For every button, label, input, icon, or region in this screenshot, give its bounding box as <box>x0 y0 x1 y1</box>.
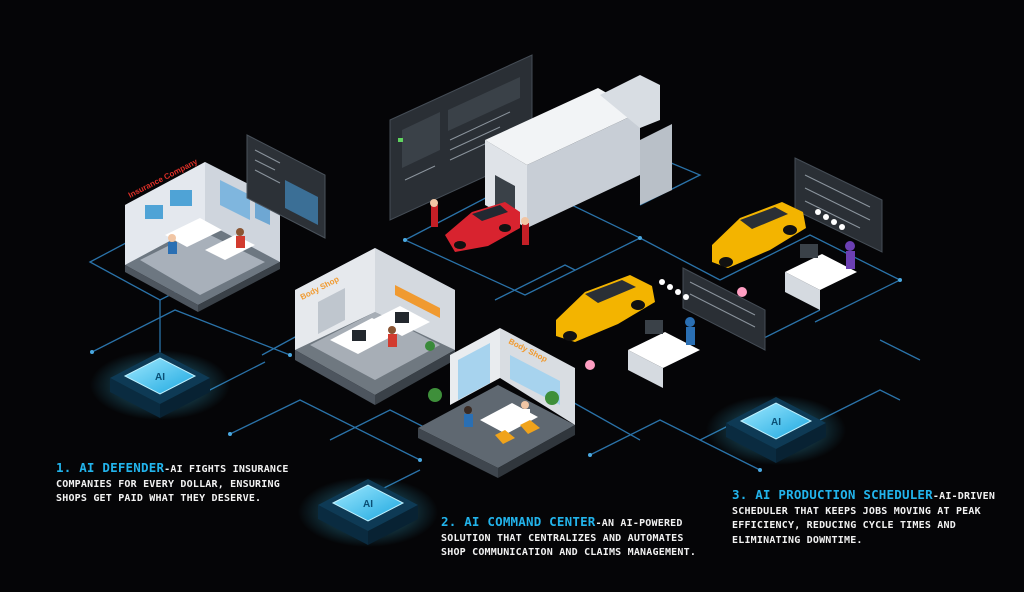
scheduler-desk-1 <box>585 317 700 388</box>
caption-title: AI PRODUCTION SCHEDULER <box>755 487 933 502</box>
floating-dashboard-4 <box>682 267 766 351</box>
caption-title: AI DEFENDER <box>79 460 165 475</box>
caption-title: AI COMMAND CENTER <box>464 514 596 529</box>
floating-dashboard-1 <box>246 134 326 239</box>
insurance-room <box>125 162 280 312</box>
caption-body: -AI-DRIVEN SCHEDULER THAT KEEPS JOBS MOV… <box>732 491 996 546</box>
ai-chip-icon: AI <box>363 499 373 510</box>
caption-number: 2. <box>441 514 465 529</box>
floating-dashboard-3 <box>794 157 883 253</box>
caption-ai-command-center: 2. AI COMMAND CENTER-AN AI-POWERED SOLUT… <box>441 514 701 561</box>
caption-number: 3. <box>732 487 756 502</box>
paint-booth <box>485 75 672 228</box>
caption-number: 1. <box>56 460 80 475</box>
ai-chip-icon: AI <box>771 417 781 428</box>
ai-chip-3 <box>706 395 846 465</box>
yellow-car-2 <box>556 275 655 342</box>
caption-ai-production-scheduler: 3. AI PRODUCTION SCHEDULER-AI-DRIVEN SCH… <box>732 487 1007 548</box>
body-shop-room-1 <box>295 248 455 405</box>
caption-body: -AI FIGHTS INSURANCE COMPANIES FOR EVERY… <box>56 464 289 504</box>
scheduler-desk-2 <box>737 241 857 310</box>
caption-ai-defender: 1. AI DEFENDER-AI FIGHTS INSURANCE COMPA… <box>56 460 306 507</box>
body-shop-room-2 <box>418 328 575 478</box>
progress-dots <box>659 209 845 300</box>
ai-chip-2 <box>298 477 438 547</box>
caption-body: -AN AI-POWERED SOLUTION THAT CENTRALIZES… <box>441 518 697 558</box>
ai-chip-1 <box>90 350 230 420</box>
red-car <box>430 199 529 252</box>
yellow-car-1 <box>712 202 806 268</box>
ai-chip-icon: AI <box>155 372 165 383</box>
